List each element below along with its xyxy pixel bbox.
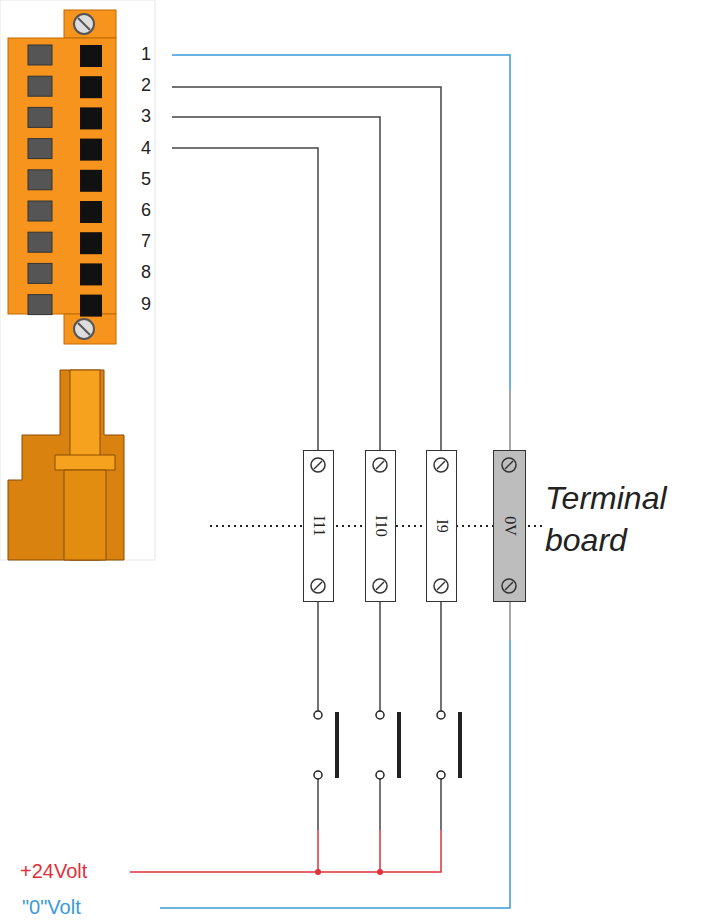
pin-number: 9 xyxy=(141,295,151,315)
connector-side-view xyxy=(8,370,124,560)
pin-number: 3 xyxy=(141,107,151,127)
terminal-label: 0V xyxy=(501,516,519,536)
pin-number: 5 xyxy=(141,170,151,190)
pin-number: 1 xyxy=(141,45,151,65)
terminal-block: I10 xyxy=(365,450,396,602)
terminal-block: I11 xyxy=(303,450,334,602)
terminal-label: I10 xyxy=(372,515,390,536)
supply-label: +24Volt xyxy=(20,860,87,882)
pin-number: 7 xyxy=(141,232,151,252)
pin-number: 2 xyxy=(141,76,151,96)
ground-label: "0"Volt xyxy=(22,896,81,918)
pin-number: 4 xyxy=(141,139,151,159)
connector-plug xyxy=(8,10,116,344)
connector-pins xyxy=(28,45,102,317)
connector-panel xyxy=(0,0,155,560)
terminal-block: 0V xyxy=(493,450,526,602)
junction-dots xyxy=(315,869,383,875)
pin-number: 6 xyxy=(141,201,151,221)
wires xyxy=(130,55,510,908)
switches xyxy=(314,711,460,779)
terminal-block: I9 xyxy=(426,450,457,602)
terminal-board-label: Terminal board xyxy=(545,478,705,561)
terminal-label: I11 xyxy=(310,516,328,537)
terminal-label: I9 xyxy=(433,519,451,532)
pin-number: 8 xyxy=(141,263,151,283)
